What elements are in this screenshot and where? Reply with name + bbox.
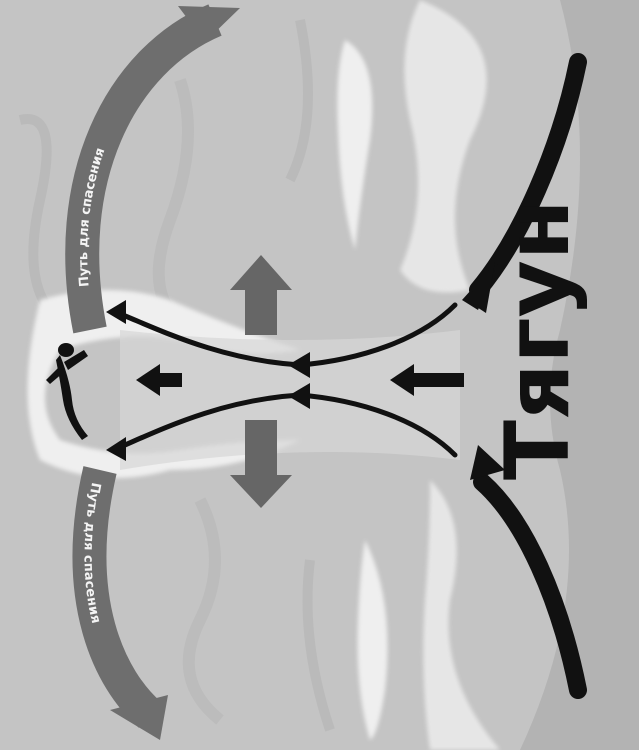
diagram-title: Тягун bbox=[486, 199, 589, 480]
rip-channel bbox=[120, 330, 460, 470]
